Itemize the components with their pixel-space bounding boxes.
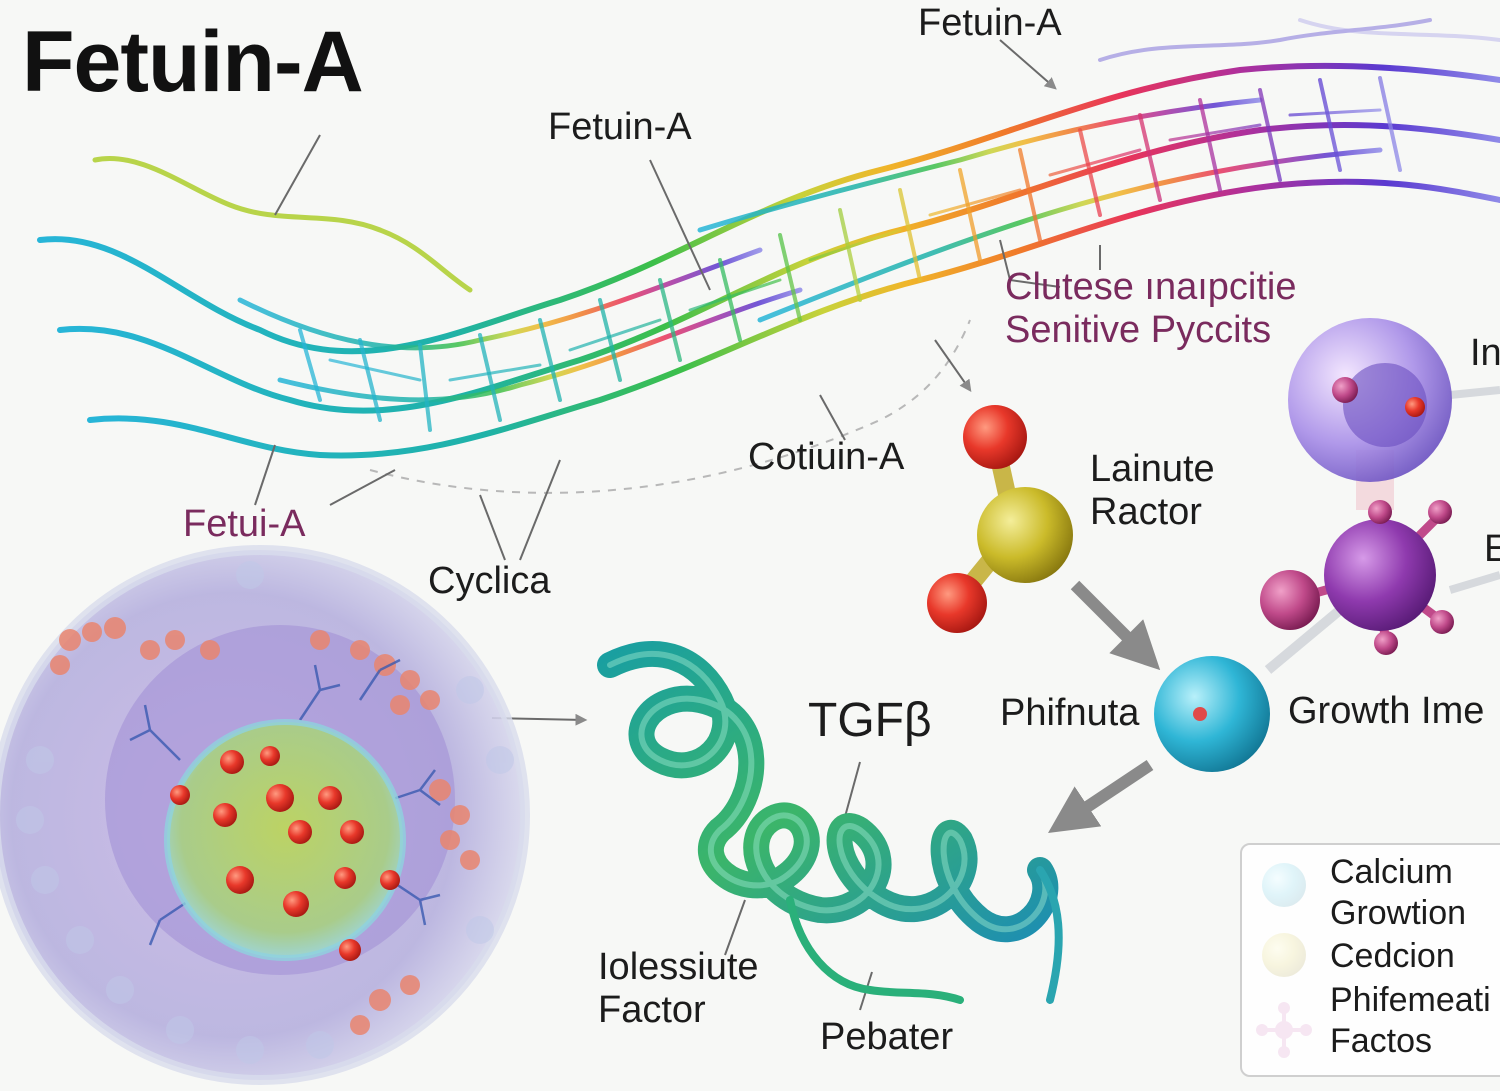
label-b-partial: E: [1484, 528, 1500, 570]
phifnuta-sphere: [1154, 656, 1270, 772]
legend-item-cedcion: Cedcion: [1330, 937, 1455, 975]
cell-sphere: [0, 545, 530, 1085]
legend: [1240, 843, 1500, 1077]
diagram-title: Fetuin-A: [22, 14, 364, 110]
label-cyclica: Cyclica: [428, 560, 551, 602]
label-growth-ime: Growth Ime: [1288, 690, 1485, 732]
legend-item-phifemeati: Phifemeati Factos: [1330, 981, 1491, 1060]
label-iolessiute-factor: Iolessiute Factor: [598, 946, 759, 1031]
label-lainute-ractor: Lainute Ractor: [1090, 448, 1215, 533]
label-fetui: Fetui-A: [183, 503, 306, 545]
label-fetuin-mid: Fetuin-A: [548, 106, 692, 148]
dashed-arc: [369, 319, 971, 494]
label-tgfb: TGFβ: [808, 694, 932, 747]
purple-complex: [1260, 318, 1454, 655]
label-clutese: Clutese ınaıpcitie Senitive Pyccits: [1005, 266, 1297, 351]
label-in-partial: In: [1470, 332, 1500, 374]
lainute-molecule: [927, 405, 1073, 633]
loose-strands: [92, 18, 1500, 293]
leader-lines: [254, 39, 1101, 1011]
label-pebater: Pebater: [820, 1016, 954, 1058]
fetuin-fibril: [37, 62, 1500, 459]
tgfb-helix: [597, 640, 1063, 1004]
label-fetuin-top: Fetuin-A: [918, 2, 1062, 44]
legend-item-calcium: Calcium Growtion: [1330, 853, 1467, 932]
label-phifnuta: Phifnuta: [1000, 692, 1140, 734]
label-cotiuin: Cotiuin-A: [748, 436, 905, 478]
